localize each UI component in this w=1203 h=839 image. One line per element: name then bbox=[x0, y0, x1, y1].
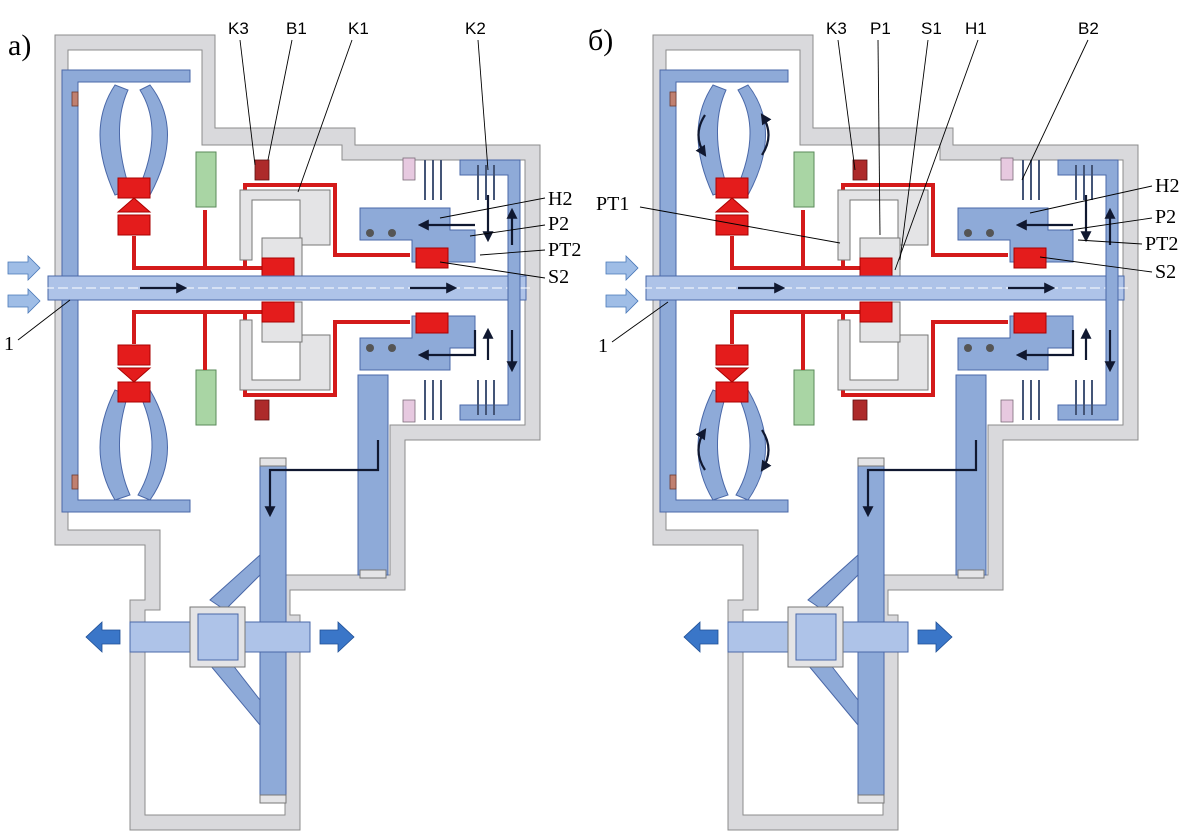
flow-arrow-icon bbox=[695, 428, 707, 471]
panel-a: а) K3 B1 K1 K2 H2 P2 PT2 S2 1 bbox=[4, 19, 581, 830]
label-b1-a: B1 bbox=[286, 19, 307, 38]
label-p2-a: P2 bbox=[548, 213, 569, 235]
label-s2-a: S2 bbox=[548, 266, 569, 288]
flow-arrow-icon bbox=[760, 429, 772, 472]
label-pt2-a: PT2 bbox=[548, 239, 581, 261]
label-pt1-b: PT1 bbox=[596, 193, 629, 215]
panel-label-b: б) bbox=[588, 24, 613, 57]
leader-lines-b bbox=[611, 39, 1153, 343]
label-b2-b: B2 bbox=[1078, 19, 1099, 38]
flow-arrow-icon bbox=[695, 114, 707, 157]
label-h2-b: H2 bbox=[1155, 175, 1179, 197]
panel-b: б) K3 P1 S1 H1 B2 H2 P2 PT2 S2 PT1 1 bbox=[588, 19, 1179, 830]
flow-arrow-icon bbox=[760, 113, 772, 156]
label-k3-a: K3 bbox=[228, 19, 249, 38]
label-p1-b: P1 bbox=[870, 19, 891, 38]
label-s1-b: S1 bbox=[921, 19, 942, 38]
label-h2-a: H2 bbox=[548, 188, 572, 210]
label-k2-a: K2 bbox=[465, 19, 486, 38]
label-1-b: 1 bbox=[598, 335, 608, 357]
label-s2-b: S2 bbox=[1155, 261, 1176, 283]
label-k1-a: K1 bbox=[348, 19, 369, 38]
panel-label-a: а) bbox=[8, 29, 31, 62]
label-p2-b: P2 bbox=[1155, 206, 1176, 228]
label-pt2-b: PT2 bbox=[1145, 233, 1178, 255]
label-1-a: 1 bbox=[4, 333, 14, 355]
label-h1-b: H1 bbox=[965, 19, 987, 38]
label-k3-b: K3 bbox=[826, 19, 847, 38]
leader-lines-a bbox=[17, 39, 546, 341]
